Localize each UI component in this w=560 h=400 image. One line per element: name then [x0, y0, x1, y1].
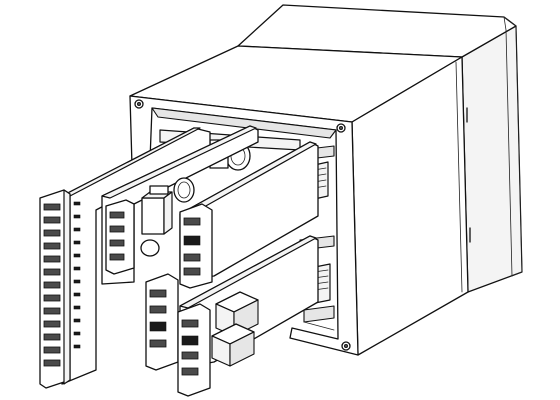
corner-screw-head-icon [136, 102, 141, 107]
terminal-block-upper [105, 199, 135, 275]
front-bezel-top [237, 4, 517, 58]
terminal-strip-long-screws [43, 203, 61, 367]
transformer-side-icon [163, 191, 173, 235]
transformer-icon [141, 197, 165, 235]
capacitor-small-top-icon [177, 181, 191, 199]
capacitor-small-icon [173, 177, 195, 203]
resistor-icon [149, 185, 169, 195]
terminal-strip-long-pins [73, 201, 81, 349]
housing [129, 4, 523, 356]
corner-screw-head-icon [338, 126, 343, 131]
terminal-strip-long-face [63, 189, 71, 385]
io-card-upper [101, 125, 259, 285]
io-card-lower-board-top [179, 235, 317, 309]
io-card-upper-board-top [101, 125, 257, 199]
guide-rail-lower-edge [303, 321, 335, 331]
corner-screw-head-icon [343, 343, 348, 348]
side-seam-line [455, 61, 463, 293]
io-card-lower [177, 235, 319, 397]
guide-rail-lower [303, 305, 335, 323]
io-card-left [39, 127, 211, 389]
front-bezel-lip [503, 16, 523, 277]
capacitor-lower-icon [140, 239, 160, 257]
relay-lower-icon [211, 323, 255, 367]
front-bezel-side [461, 25, 523, 293]
io-card-middle [179, 141, 319, 289]
io-card-lower-left [145, 273, 179, 371]
terminal-block-upper-screws [109, 211, 125, 261]
terminal-block-lower-screws [181, 319, 199, 376]
terminal-block-lower [177, 303, 211, 397]
terminal-block-middle-screws [183, 217, 201, 276]
terminal-block-lower-left-screws [149, 289, 167, 348]
rear-opening-edge [151, 107, 337, 139]
